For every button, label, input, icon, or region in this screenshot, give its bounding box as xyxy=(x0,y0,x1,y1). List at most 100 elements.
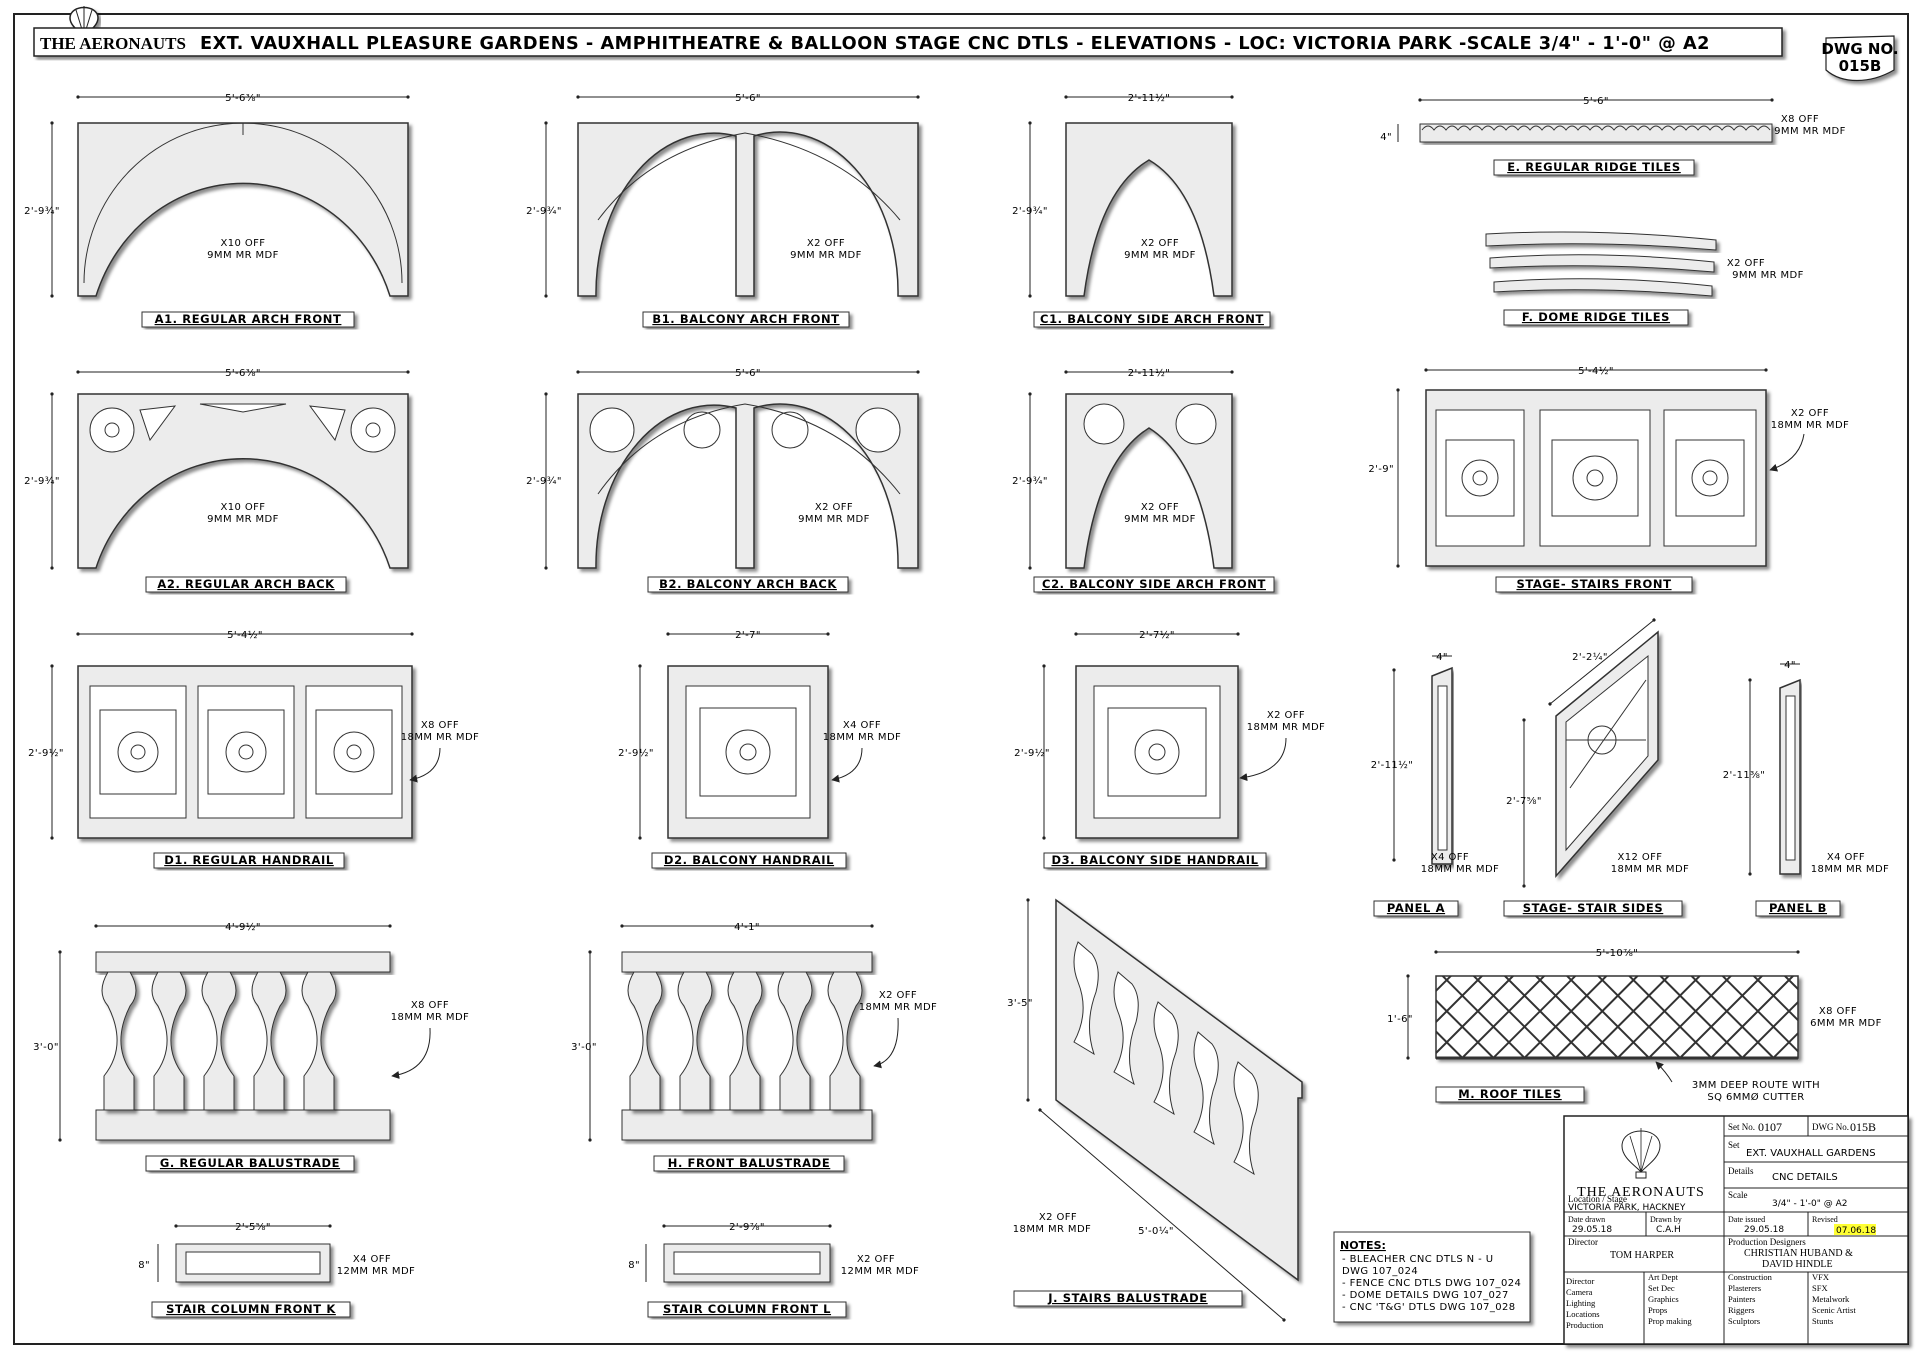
set-label: Set xyxy=(1728,1140,1740,1150)
notes-line: - DOME DETAILS DWG 107_027 xyxy=(1342,1290,1509,1301)
header: THE AERONAUTS EXT. VAUXHALL PLEASURE GAR… xyxy=(33,6,1899,81)
detail-a2: 5'-6⅜" 2'-9¾" X10 OFF 9MM MR MDF A2. REG… xyxy=(24,368,410,593)
dist-item: Set Dec xyxy=(1648,1283,1675,1293)
dist-item: Sculptors xyxy=(1728,1316,1760,1326)
pd-2: DAVID HINDLE xyxy=(1762,1259,1833,1270)
b1-height-dim: 2'-9¾" xyxy=(526,206,562,217)
d2-qty: X4 OFF xyxy=(843,720,881,731)
detail-a1: 5'-6⅜" 2'-9¾" X10 OFF 9MM MR MDF A1. REG… xyxy=(24,93,410,328)
detail-f: X2 OFF 9MM MR MDF F. DOME RIDGE TILES xyxy=(1485,231,1804,326)
c1-width-dim: 2'-11½" xyxy=(1128,92,1171,104)
a1-material: 9MM MR MDF xyxy=(207,250,279,261)
detail-panel-b: 4" 2'-11⅜" X4 OFF 18MM MR MDF PANEL B xyxy=(1723,660,1889,917)
header-title: EXT. VAUXHALL PLEASURE GARDENS - AMPHITH… xyxy=(200,34,1710,54)
ss-height-dim: 2'-7⅝" xyxy=(1506,796,1542,807)
dist-item: Locations xyxy=(1566,1309,1600,1319)
m-label: M. ROOF TILES xyxy=(1458,1087,1561,1101)
pb-height-dim: 2'-11⅜" xyxy=(1723,770,1766,781)
sf-height-dim: 2'-9" xyxy=(1368,464,1394,475)
sf-material: 18MM MR MDF xyxy=(1771,420,1849,431)
dist-item: Camera xyxy=(1566,1287,1593,1297)
a1-width-dim: 5'-6⅜" xyxy=(225,93,261,104)
l-qty: X2 OFF xyxy=(857,1254,895,1265)
c2-height-dim: 2'-9¾" xyxy=(1012,476,1048,487)
c2-width-dim: 2'-11½" xyxy=(1128,367,1171,379)
a2-material: 9MM MR MDF xyxy=(207,514,279,525)
c1-material: 9MM MR MDF xyxy=(1124,250,1196,261)
title-block-balloon-icon xyxy=(1621,1128,1661,1179)
e-width-dim: 5'-6" xyxy=(1583,96,1609,107)
h-qty: X2 OFF xyxy=(879,990,917,1001)
detail-d1: 5'-4½" 2'-9½" X8 OFF 18MM MR MDF D1. REG… xyxy=(28,629,479,869)
notes-line: - BLEACHER CNC DTLS N - U xyxy=(1342,1254,1493,1265)
date-drawn: 29.05.18 xyxy=(1572,1225,1612,1235)
set-value: EXT. VAUXHALL GARDENS xyxy=(1746,1148,1876,1159)
drawn-by-label: Drawn by xyxy=(1650,1215,1682,1224)
j-material: 18MM MR MDF xyxy=(1013,1224,1091,1235)
b1-qty: X2 OFF xyxy=(807,238,845,249)
detail-c1: 2'-11½" 2'-9¾" X2 OFF 9MM MR MDF C1. BAL… xyxy=(1012,92,1271,328)
a1-height-dim: 2'-9¾" xyxy=(24,206,60,217)
m-route-note-2: SQ 6MMØ CUTTER xyxy=(1707,1091,1804,1103)
d3-height-dim: 2'-9½" xyxy=(1014,747,1050,759)
j-width-dim: 5'-0¼" xyxy=(1138,1225,1174,1237)
distribution-list: Director Camera Lighting Locations Produ… xyxy=(1566,1272,1856,1330)
a2-width-dim: 5'-6⅜" xyxy=(225,368,261,379)
pd-label: Production Designers xyxy=(1728,1237,1806,1247)
b2-height-dim: 2'-9¾" xyxy=(526,476,562,487)
revised-highlight xyxy=(1834,1224,1876,1235)
date-issued-label: Date issued xyxy=(1728,1215,1765,1224)
sf-label: STAGE- STAIRS FRONT xyxy=(1516,577,1671,591)
b2-qty: X2 OFF xyxy=(815,502,853,513)
l-material: 12MM MR MDF xyxy=(841,1266,919,1277)
f-material: 9MM MR MDF xyxy=(1732,270,1804,281)
m-height-dim: 1'-6" xyxy=(1387,1014,1413,1025)
header-banner xyxy=(33,27,1783,57)
b1-material: 9MM MR MDF xyxy=(790,250,862,261)
d1-width-dim: 5'-4½" xyxy=(227,629,263,641)
d2-label: D2. BALCONY HANDRAIL xyxy=(664,853,834,867)
f-label: F. DOME RIDGE TILES xyxy=(1522,310,1670,324)
dist-item: Props xyxy=(1648,1305,1667,1315)
dist-item: Plasterers xyxy=(1728,1283,1761,1293)
date-issued: 29.05.18 xyxy=(1744,1225,1784,1235)
sf-width-dim: 5'-4½" xyxy=(1578,365,1614,377)
a1-qty: X10 OFF xyxy=(221,238,266,249)
dwg-label: DWG NO. xyxy=(1821,40,1898,58)
details-label: Details xyxy=(1728,1166,1754,1176)
c2-label: C2. BALCONY SIDE ARCH FRONT xyxy=(1042,577,1266,591)
location-value: VICTORIA PARK, HACKNEY xyxy=(1568,1203,1686,1213)
a1-label: A1. REGULAR ARCH FRONT xyxy=(155,312,342,326)
b2-width-dim: 5'-6" xyxy=(735,368,761,379)
m-material: 6MM MR MDF xyxy=(1810,1018,1882,1029)
m-route-note-1: 3MM DEEP ROUTE WITH xyxy=(1692,1080,1820,1091)
notes-line: - CNC 'T&G' DTLS DWG 107_028 xyxy=(1342,1302,1516,1313)
dist-item: VFX xyxy=(1812,1272,1829,1282)
d3-qty: X2 OFF xyxy=(1267,710,1305,721)
j-qty: X2 OFF xyxy=(1039,1212,1077,1223)
set-no: 0107 xyxy=(1758,1120,1782,1134)
l-height-dim: 8" xyxy=(628,1260,640,1271)
h-height-dim: 3'-0" xyxy=(571,1042,597,1053)
dist-item: Riggers xyxy=(1728,1305,1754,1315)
c2-qty: X2 OFF xyxy=(1141,502,1179,513)
dist-item: Graphics xyxy=(1648,1294,1679,1304)
header-logo-text: THE AERONAUTS xyxy=(40,34,186,53)
g-qty: X8 OFF xyxy=(411,1000,449,1011)
detail-h: 4'-1" 3'-0" X2 OFF 18MM MR MDF H. FRONT … xyxy=(571,922,937,1172)
notes-box: NOTES: - BLEACHER CNC DTLS N - U DWG 107… xyxy=(1333,1231,1531,1323)
dist-item: Art Dept xyxy=(1648,1272,1679,1282)
d3-label: D3. BALCONY SIDE HANDRAIL xyxy=(1051,853,1258,867)
m-qty: X8 OFF xyxy=(1819,1006,1857,1017)
pb-width-dim: 4" xyxy=(1784,660,1796,671)
ss-qty: X12 OFF xyxy=(1618,852,1663,863)
d1-height-dim: 2'-9½" xyxy=(28,747,64,759)
pb-label: PANEL B xyxy=(1769,901,1827,915)
g-label: G. REGULAR BALUSTRADE xyxy=(160,1156,340,1170)
c1-label: C1. BALCONY SIDE ARCH FRONT xyxy=(1040,312,1264,326)
detail-l: 2'-9⅞" 8" X2 OFF 12MM MR MDF STAIR COLUM… xyxy=(628,1222,919,1318)
c1-qty: X2 OFF xyxy=(1141,238,1179,249)
f-qty: X2 OFF xyxy=(1727,258,1765,269)
pd-1: CHRISTIAN HUBAND & xyxy=(1744,1248,1853,1259)
ss-width-dim: 2'-2¼" xyxy=(1572,651,1608,663)
